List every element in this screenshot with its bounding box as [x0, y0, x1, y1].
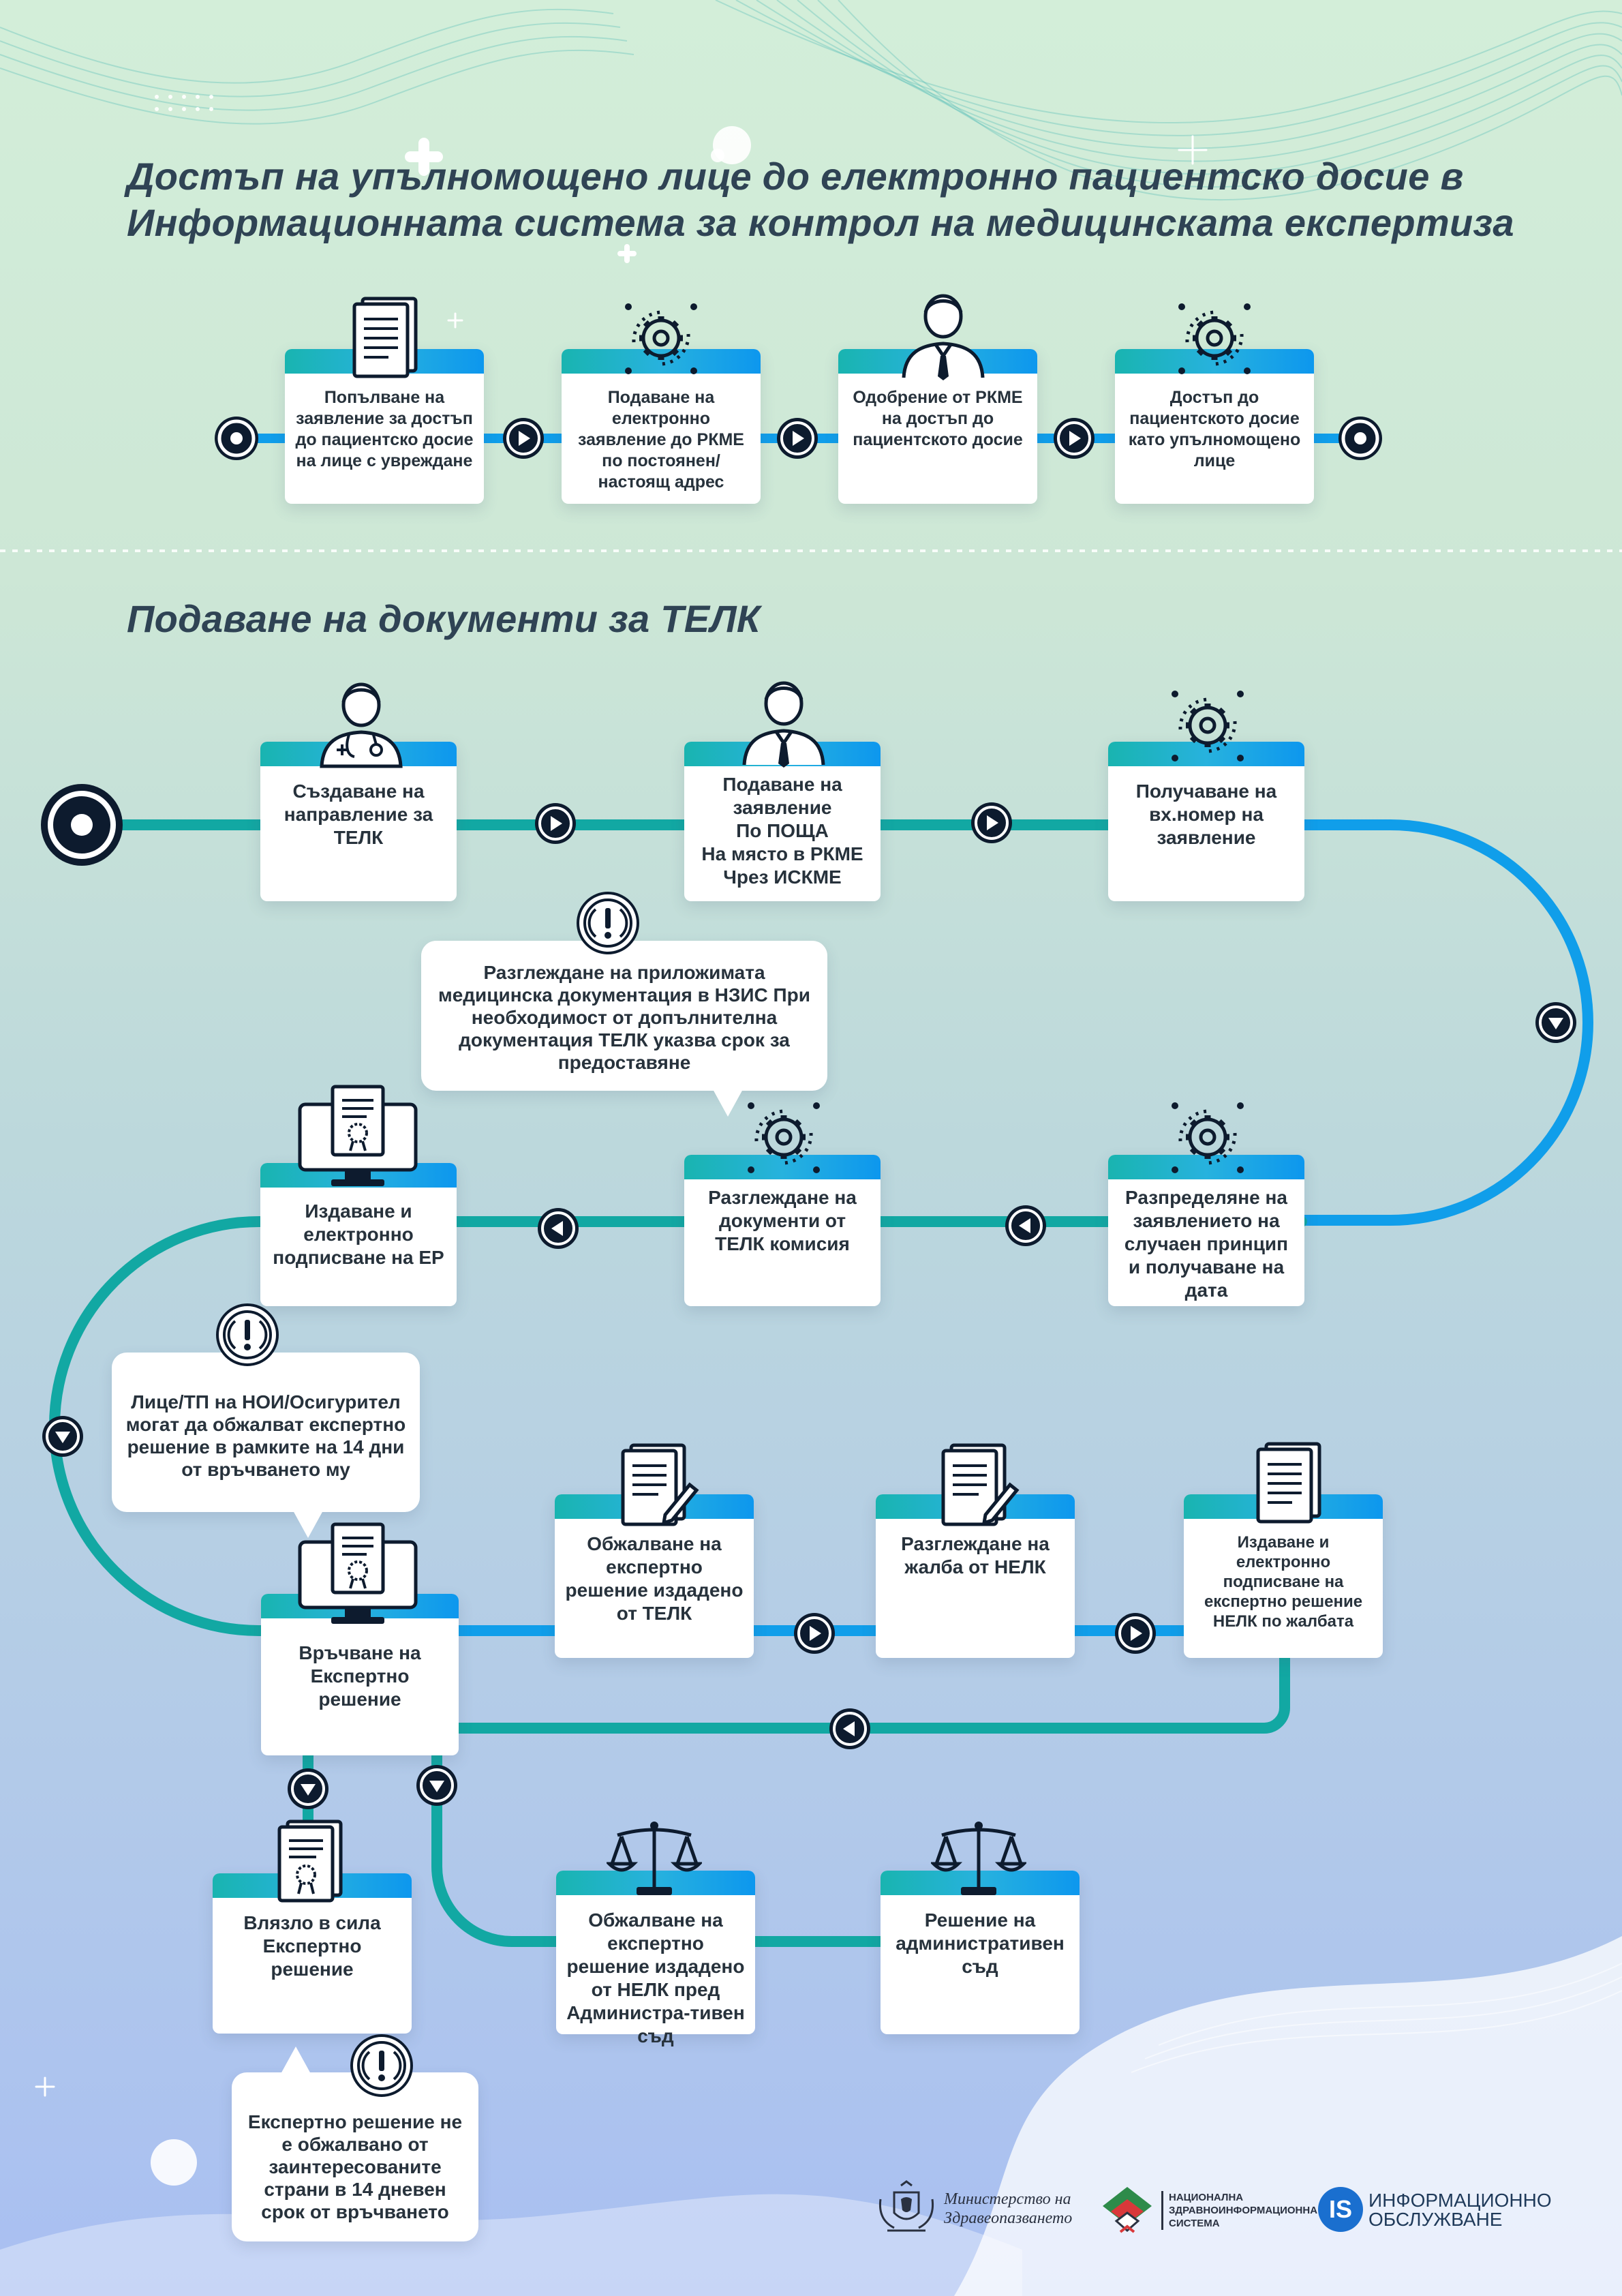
nzis-name: НАЦИОНАЛНА ЗДРАВНОИНФОРМАЦИОННА СИСТЕМА [1161, 2191, 1317, 2230]
gear-process-icon [625, 303, 697, 374]
access-step-2: Подаване на електронно заявление до РКМЕ… [562, 349, 761, 504]
monitor-certificate-icon [298, 1522, 418, 1624]
note-documentation: Разглеждане на приложимата медицинска до… [421, 941, 827, 1091]
official-person-icon [742, 681, 825, 768]
step-issue-signing-label: Издаване и електронно подписване на ЕР [273, 1200, 444, 1268]
step-in-force-label: Влязло в сила Експертно решение [243, 1912, 381, 1980]
note-appeal-period: Лице/ТП на НОИ/Осигурител могат да обжал… [112, 1353, 420, 1512]
step-review-documents: Разглеждане на документи от ТЕЛК комисия [684, 1155, 881, 1306]
step-appeal-telk-label: Обжалване на експертно решение издадено … [565, 1533, 744, 1624]
step-court-decision-label: Решение на административен съд [896, 1909, 1065, 1977]
document-pen-icon [941, 1443, 1020, 1526]
is-logo-mark: IS [1328, 2195, 1352, 2223]
scales-icon [931, 1822, 1026, 1895]
step-receive-number: Получаване на вх.номер на заявление [1108, 742, 1304, 901]
official-person-icon [902, 294, 985, 380]
access-step-3-label: Одобрение от РКМЕ на достъп до пациентск… [853, 388, 1023, 449]
step-appeal-nelk: Обжалване на експертно решение издадено … [556, 1871, 755, 2046]
warning-icon [577, 892, 639, 954]
step-submit-application-label: Подаване на заявление По ПОЩА На място в… [701, 774, 863, 888]
access-step-1-label: Попълване на заявление за достъп до паци… [295, 388, 474, 470]
step-issue-nelk-label: Издаване и електронно подписване на експ… [1204, 1533, 1363, 1631]
document-icon [352, 297, 418, 378]
note-not-appealed-text: Експертно решение не е обжалвано от заин… [247, 2111, 463, 2222]
access-step-4: Достъп до пациентското досие като упълно… [1115, 349, 1314, 504]
ministry-name: Министерство на Здравеопазването [944, 2190, 1073, 2227]
is-name: ИНФОРМАЦИОННО ОБСЛУЖВАНЕ [1368, 2190, 1552, 2230]
step-receive-number-label: Получаване на вх.номер на заявление [1135, 781, 1277, 848]
page-title: Достъп на упълномощено лице до електронн… [127, 155, 1514, 244]
document-pen-icon [621, 1443, 699, 1526]
warning-icon [216, 1303, 279, 1366]
note-not-appealed: Експертно решение не е обжалвано от заин… [232, 2072, 478, 2241]
step-review-appeal-label: Разглеждане на жалба от НЕЛК [901, 1533, 1050, 1577]
section-title: Подаване на документи за ТЕЛК [127, 597, 761, 640]
warning-icon [350, 2034, 413, 2097]
monitor-certificate-icon [298, 1085, 418, 1186]
document-icon [1256, 1442, 1321, 1524]
note-documentation-text: Разглеждане на приложимата медицинска до… [438, 962, 810, 1073]
gear-process-icon [1178, 303, 1251, 374]
gear-process-icon [748, 1102, 820, 1173]
gear-process-icon [1172, 1102, 1244, 1173]
doctor-icon [320, 682, 403, 768]
certificate-icon [277, 1819, 343, 1903]
ministry-coat-of-arms-logo [878, 2180, 934, 2232]
step-create-referral: Създаване на направление за ТЕЛК [260, 742, 457, 901]
step-distribute: Разпределяне на заявлението на случаен п… [1108, 1155, 1304, 1306]
top-wave-decoration [0, 0, 1622, 201]
step-issue-signing: Издаване и електронно подписване на ЕР [260, 1163, 457, 1306]
step-review-documents-label: Разглеждане на документи от ТЕЛК комисия [708, 1187, 857, 1254]
step-delivery-label: Връчване на Експертно решение [299, 1642, 421, 1710]
note-appeal-period-text: Лице/ТП на НОИ/Осигурител могат да обжал… [125, 1391, 406, 1480]
step-distribute-label: Разпределяне на заявлението на случаен п… [1124, 1187, 1289, 1301]
decor-dots [151, 95, 751, 2186]
access-step-2-label: Подаване на електронно заявление до РКМЕ… [578, 388, 744, 492]
gear-process-icon [1172, 691, 1244, 761]
step-create-referral-label: Създаване на направление за ТЕЛК [284, 781, 433, 848]
step-appeal-nelk-label: Обжалване на експертно решение издадено … [566, 1909, 745, 2046]
nzis-logo [1103, 2187, 1152, 2233]
access-step-4-label: Достъп до пациентското досие като упълно… [1128, 388, 1301, 470]
scales-icon [607, 1822, 702, 1895]
is-logo: IS [1318, 2187, 1363, 2232]
